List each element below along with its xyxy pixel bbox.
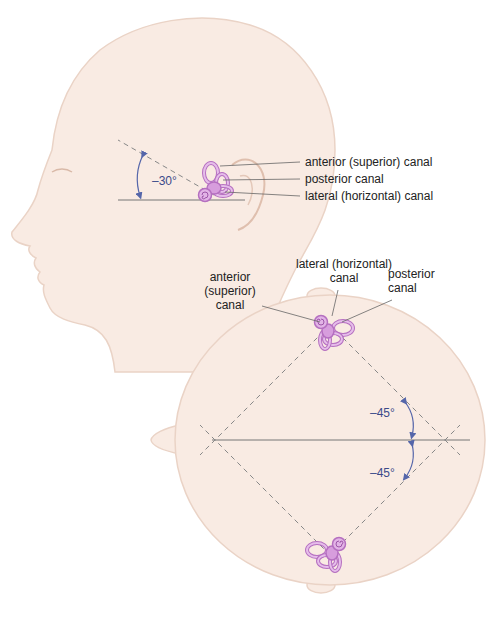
canal-label: anterior (superior) canal [198,270,262,312]
canal-label: lateral (horizontal) canal [305,189,433,203]
canal-label: lateral (horizontal) canal [288,257,400,285]
canal-label: anterior (superior) canal [305,155,432,169]
canal-label: posterior canal [305,172,384,186]
angle-label: –30° [152,174,177,188]
angle-label: –45° [370,466,395,480]
canal-label: posterior canal [388,267,448,295]
angle-label: –45° [370,406,395,420]
